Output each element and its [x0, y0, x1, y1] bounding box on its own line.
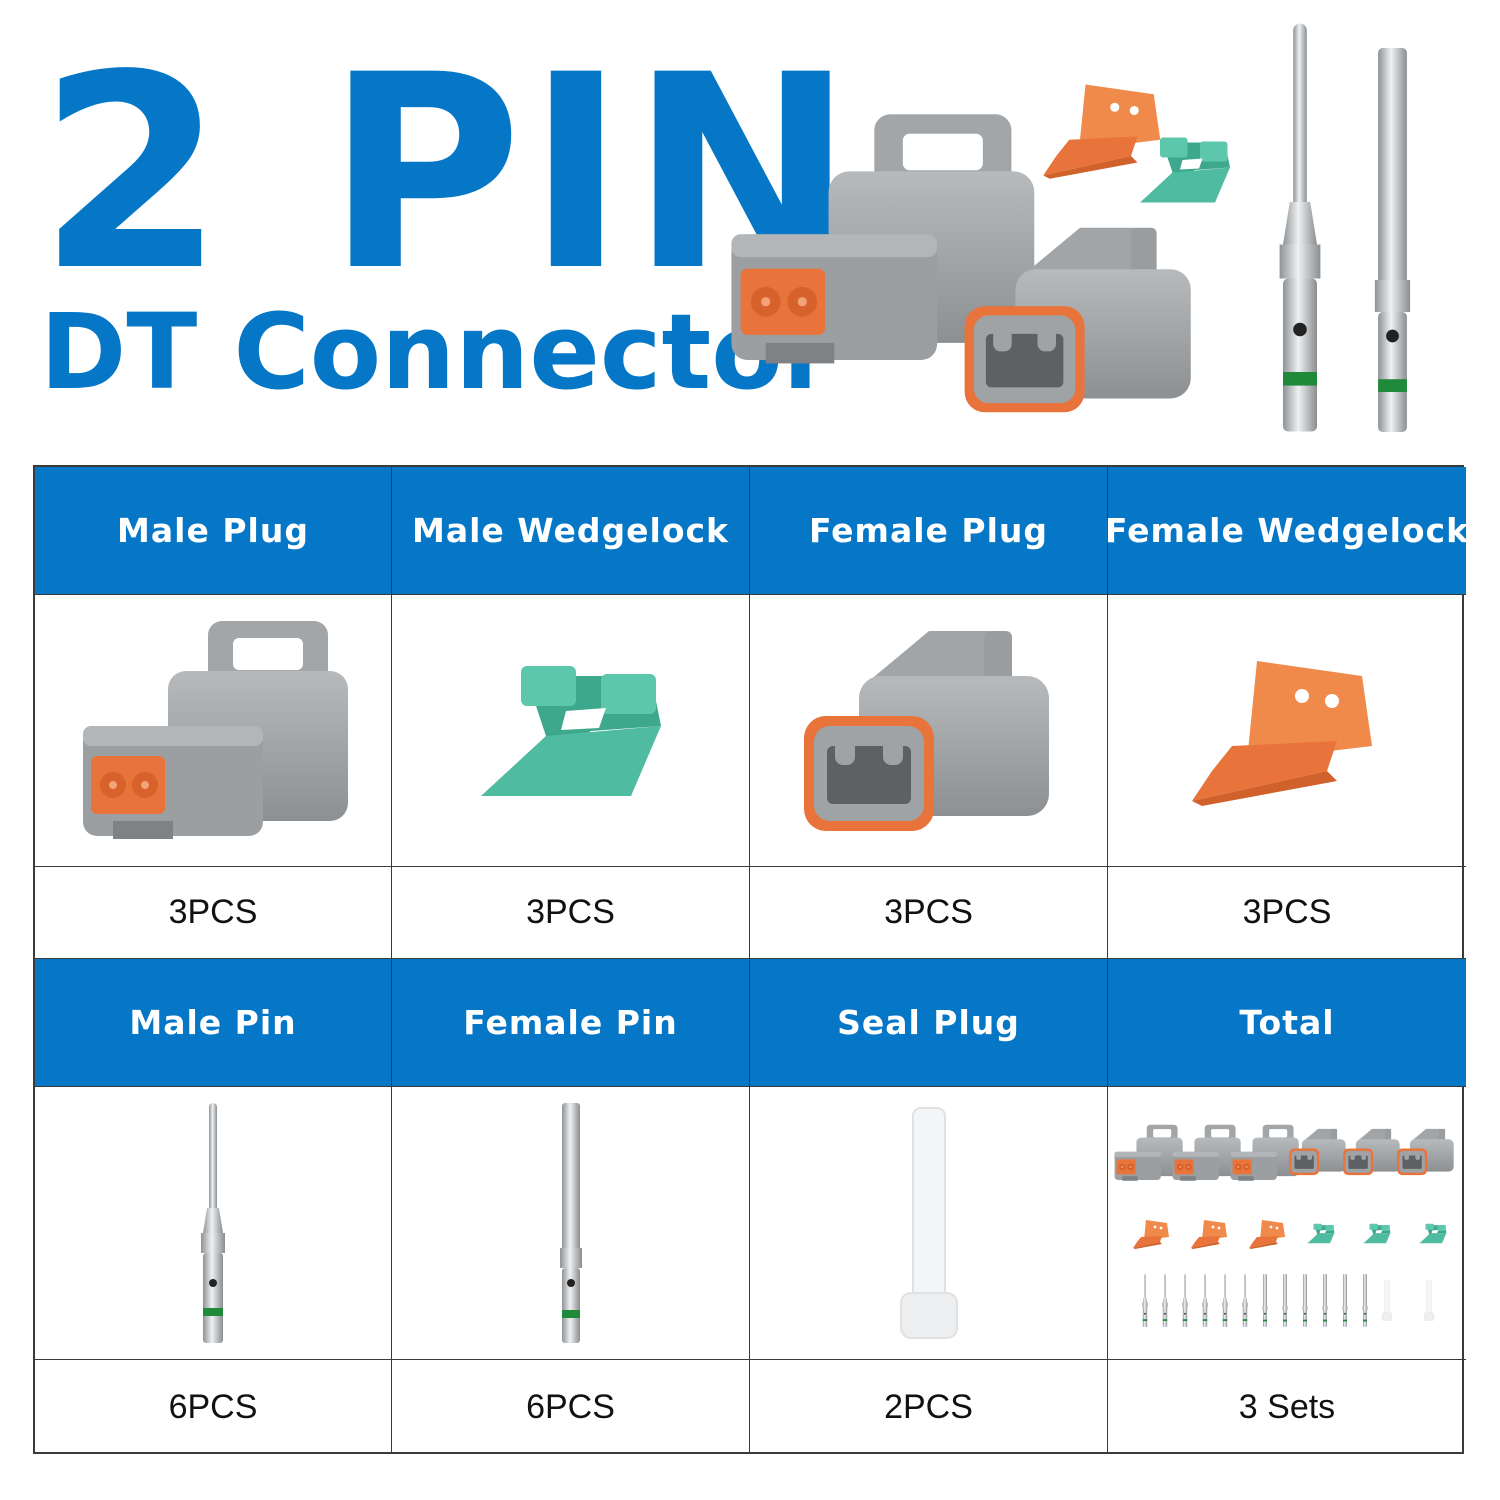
page-title: 2 PIN	[38, 18, 859, 330]
image-cell-male-pin	[35, 1087, 392, 1360]
male-pin-icon	[201, 1103, 225, 1343]
page-subtitle: DT Connector	[40, 291, 834, 413]
header-male-wedgelock: Male Wedgelock	[392, 467, 750, 595]
qty-male-plug: 3PCS	[35, 867, 392, 959]
hero-connectors-icon	[731, 84, 1230, 413]
hero-male-pin-icon	[1279, 23, 1321, 432]
image-cell-male-plug	[35, 595, 392, 867]
image-cell-total	[1108, 1087, 1466, 1360]
header-female-plug: Female Plug	[750, 467, 1108, 595]
qty-female-pin: 6PCS	[392, 1360, 750, 1454]
header-female-pin: Female Pin	[392, 959, 750, 1087]
header-male-plug: Male Plug	[35, 467, 392, 595]
header-male-pin: Male Pin	[35, 959, 392, 1087]
seal-plug-icon	[899, 1107, 958, 1339]
image-cell-female-wedgelock	[1108, 595, 1466, 867]
qty-male-pin: 6PCS	[35, 1360, 392, 1454]
hero-green-wedgelock-icon	[1140, 137, 1230, 203]
qty-male-wedgelock: 3PCS	[392, 867, 750, 959]
image-cell-female-pin	[392, 1087, 750, 1360]
male-wedgelock-icon	[480, 665, 661, 796]
qty-total: 3 Sets	[1238, 1387, 1336, 1426]
header-seal-plug: Seal Plug	[750, 959, 1108, 1087]
image-cell-seal-plug	[750, 1087, 1108, 1360]
qty-female-wedgelock: 3PCS	[1108, 867, 1466, 959]
contents-table: Male Plug Male Wedgelock Female Plug Fem…	[33, 465, 1468, 1454]
hero-pins-icon	[1279, 23, 1411, 432]
male-plug-icon	[83, 620, 348, 839]
qty-female-plug: 3PCS	[750, 867, 1108, 959]
female-wedgelock-icon	[1192, 660, 1372, 806]
header-total: Total	[1108, 959, 1466, 1087]
image-cell-male-wedgelock	[392, 595, 750, 867]
female-pin-icon	[559, 1103, 582, 1343]
kit-contents-icon	[1114, 1124, 1454, 1327]
hero-orange-wedgelock-icon	[1043, 84, 1161, 179]
qty-seal-plug: 2PCS	[750, 1360, 1108, 1454]
hero-female-pin-icon	[1374, 48, 1411, 432]
female-plug-icon	[803, 630, 1049, 831]
header-female-wedgelock: Female Wedgelock	[1105, 467, 1468, 595]
image-cell-female-plug	[750, 595, 1108, 867]
